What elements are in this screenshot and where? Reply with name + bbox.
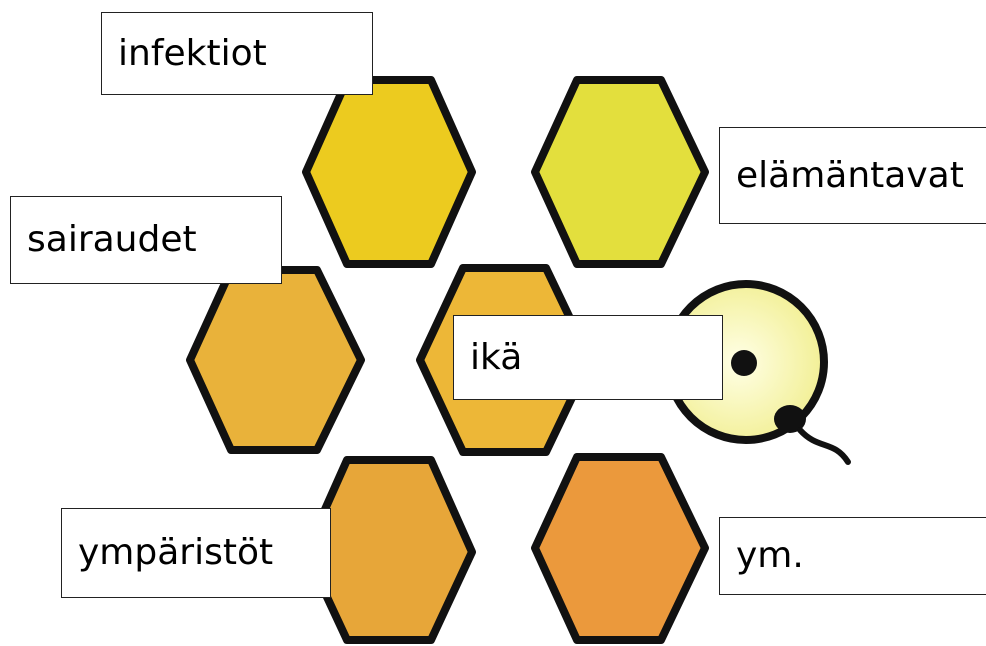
label-ym: ym.: [719, 517, 986, 595]
sperm-cell-icon: [774, 405, 851, 465]
label-elamantavat: elämäntavat: [719, 127, 986, 224]
hexagon-sairaudet: [186, 266, 365, 454]
hexagon-elamantavat: [531, 76, 709, 268]
label-sairaudet: sairaudet: [10, 196, 282, 284]
hexagon-ym: [531, 453, 709, 644]
label-ika: ikä: [453, 315, 723, 400]
hexagon-infektiot: [302, 76, 476, 268]
label-ymparistot: ympäristöt: [61, 508, 331, 598]
label-infektiot: infektiot: [101, 12, 373, 95]
egg-nucleus: [731, 350, 757, 376]
